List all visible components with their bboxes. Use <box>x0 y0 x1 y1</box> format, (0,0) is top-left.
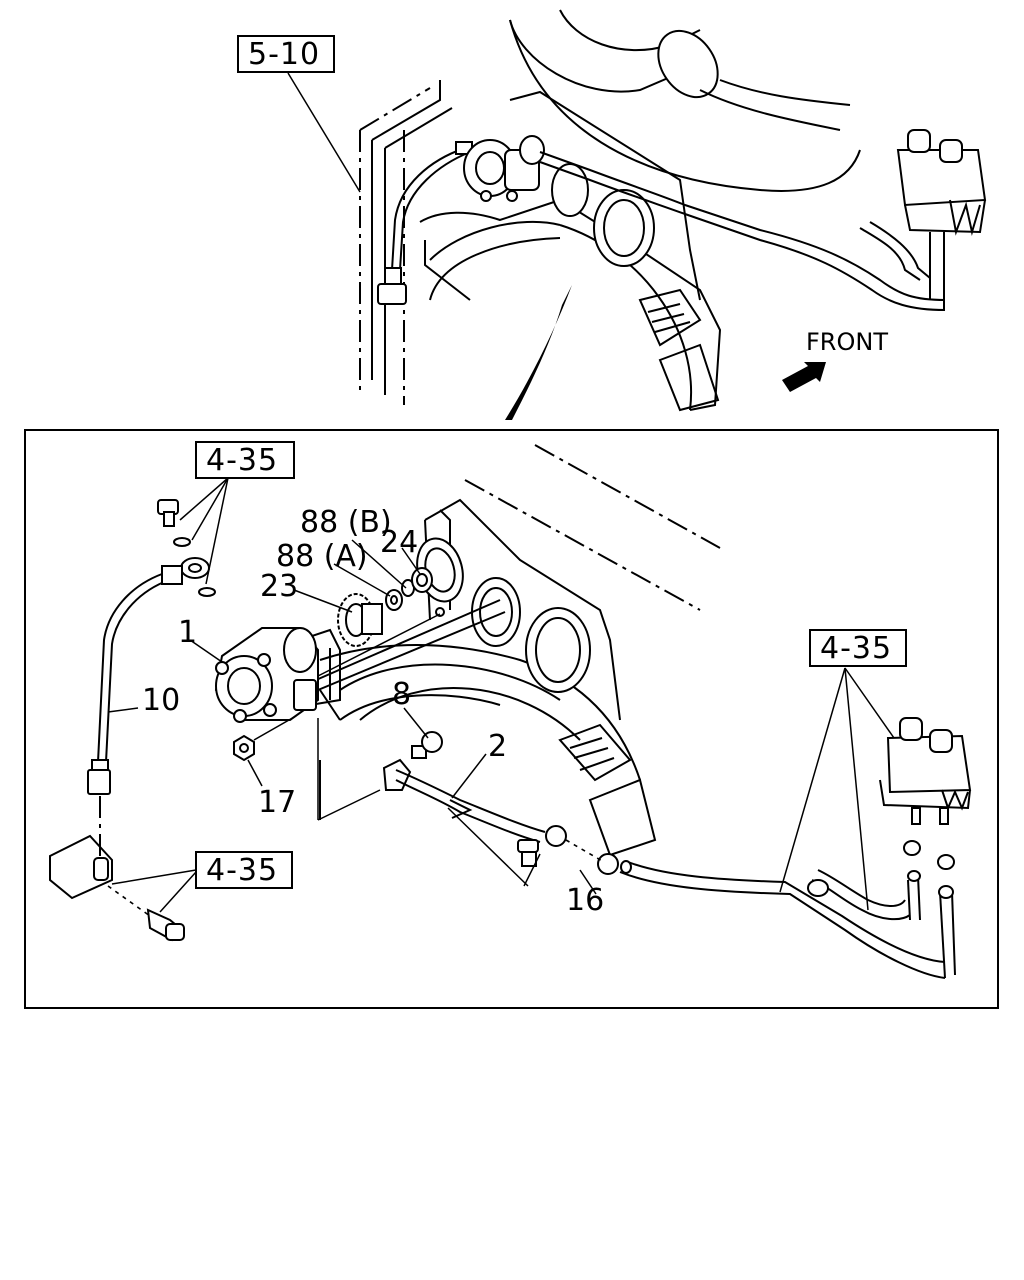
label-part-23: 23 <box>260 569 298 604</box>
top-oil-pipe <box>539 151 946 311</box>
label-part-88b: 88 (B) <box>300 505 392 540</box>
detail-engine-block <box>319 444 721 857</box>
ref-box-5-10[interactable]: 5-10 <box>237 35 335 73</box>
frame-rail <box>359 80 453 405</box>
leader-5-10 <box>287 72 361 193</box>
zoom-pointer-icon <box>505 285 572 420</box>
svg-text:4-35: 4-35 <box>820 631 892 666</box>
label-part-88a: 88 (A) <box>276 539 368 574</box>
reservoir <box>879 717 972 870</box>
ref-box-4-35-right[interactable]: 4-35 <box>809 629 907 667</box>
label-part-17: 17 <box>258 785 296 820</box>
nut-17 <box>233 715 297 762</box>
sensor-cable <box>87 565 183 860</box>
top-reservoir <box>896 129 987 310</box>
banjo-bolt <box>157 499 216 597</box>
pipe-2 <box>382 758 567 847</box>
pump-gear <box>337 593 383 647</box>
ref-box-4-35-bottom[interactable]: 4-35 <box>195 851 293 889</box>
part-leaders <box>107 539 597 895</box>
front-indicator: FRONT <box>782 328 888 392</box>
detail-view: 4-35 4-35 4-35 <box>49 441 972 979</box>
label-part-24: 24 <box>380 525 418 560</box>
front-label: FRONT <box>806 328 888 356</box>
part-labels: 1 2 8 10 16 17 23 24 88 (A) 88 (B) <box>142 505 604 918</box>
return-hose <box>565 839 956 979</box>
top-sensor-cable <box>377 141 473 305</box>
leaders-4-35-bottom <box>111 869 197 913</box>
label-part-2: 2 <box>488 729 507 764</box>
top-engine-housing <box>419 90 722 412</box>
label-part-10: 10 <box>142 683 180 718</box>
svg-text:5-10: 5-10 <box>248 37 320 72</box>
washers-and-nut <box>385 567 433 611</box>
top-pump <box>463 135 545 202</box>
label-part-8: 8 <box>392 677 411 712</box>
front-arrow-icon <box>782 362 826 392</box>
label-part-16: 16 <box>566 883 604 918</box>
bolt-16 <box>517 839 539 867</box>
top-overview: 5-10 <box>237 9 987 420</box>
lower-bracket <box>49 834 185 942</box>
top-air-duct <box>509 9 861 192</box>
svg-text:4-35: 4-35 <box>206 443 278 478</box>
label-part-1: 1 <box>178 615 197 650</box>
detail-frame <box>24 429 999 1009</box>
detail-flange <box>299 599 506 706</box>
leaders-4-35-right <box>779 667 895 911</box>
svg-text:4-35: 4-35 <box>206 853 278 888</box>
pump-assembly <box>214 613 441 723</box>
ref-box-4-35-top[interactable]: 4-35 <box>195 441 295 479</box>
